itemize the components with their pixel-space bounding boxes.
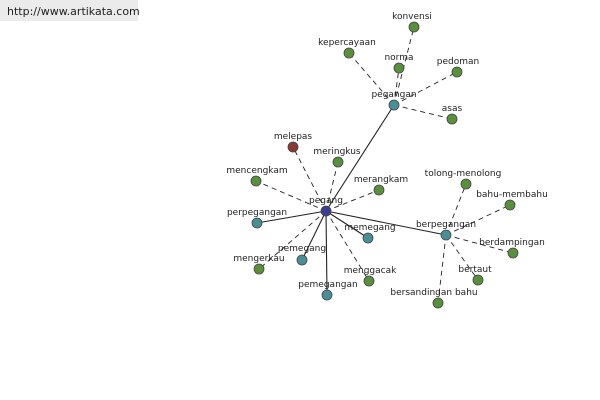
node-label-bahu-membahu[interactable]: bahu-membahu [476,190,548,200]
edge-pegang-merangkam [325,189,380,212]
node-perpegangan[interactable] [251,217,263,229]
node-menggacak[interactable] [363,275,375,287]
node-tolong-menolong[interactable] [460,178,472,190]
edge-pegangan-asas [393,104,453,120]
node-kepercayaan[interactable] [343,47,355,59]
edge-berpegangan-bahu-membahu [445,204,511,236]
edge-berpegangan-tolong-menolong [445,183,467,236]
node-melepas[interactable] [287,141,299,153]
node-label-berdampingan[interactable]: berdampingan [479,238,545,248]
node-label-pegangan[interactable]: pegangan [371,90,416,100]
edge-berpegangan-bertaut [445,234,479,281]
node-meringkus[interactable] [332,156,344,168]
node-memegang[interactable] [362,232,374,244]
node-label-konvensi[interactable]: konvensi [392,12,432,22]
node-label-bersandingan-bahu[interactable]: bersandingan bahu [390,288,477,298]
node-pemegangan[interactable] [321,289,333,301]
node-merangkam[interactable] [373,184,385,196]
node-label-tolong-menolong[interactable]: tolong-menolong [425,169,502,179]
edge-pegangan-kepercayaan [348,52,395,106]
node-pegang[interactable] [320,205,332,217]
node-layer [250,21,519,309]
node-bahu-membahu[interactable] [504,199,516,211]
node-berdampingan[interactable] [507,247,519,259]
node-bertaut[interactable] [472,274,484,286]
node-konvensi[interactable] [408,21,420,33]
edge-pegang-menggacak [325,210,370,282]
url-banner: http://www.artikata.com [0,0,140,21]
node-label-perpegangan[interactable]: perpegangan [227,208,287,218]
edge-pegang-mencengkam [255,180,327,212]
url-link[interactable]: http://www.artikata.com [7,5,140,18]
edge-berpegangan-bersandingan-bahu [437,234,447,304]
node-label-mencengkam[interactable]: mencengkam [226,166,287,176]
edge-pegangan-pedoman [393,71,458,106]
node-label-meringkus[interactable]: meringkus [313,147,361,157]
node-mencengkam[interactable] [250,175,262,187]
label-layer: pegang pegangan berpegangan perpegangan peme… [226,12,547,298]
edge-berpegangan-berdampingan [445,234,514,254]
edge-layer [255,26,514,304]
edge-pegang-melepas [292,146,327,212]
node-label-pemegang[interactable]: pemegang [278,244,326,254]
edge-pegang-mengerkau [258,210,327,270]
node-berpegangan[interactable] [440,229,452,241]
node-label-asas[interactable]: asas [442,104,463,114]
node-label-pemegangan[interactable]: pemegangan [298,280,357,290]
node-bersandingan-bahu[interactable] [432,297,444,309]
node-label-mengerkau[interactable]: mengerkau [233,254,284,264]
node-pemegang[interactable] [296,254,308,266]
node-label-pegang[interactable]: pegang [309,196,343,206]
node-label-norma[interactable]: norma [384,53,413,63]
node-label-bertaut[interactable]: bertaut [458,265,492,275]
edge-pegang-pemegang [301,210,327,261]
edge-pegangan-norma [393,67,400,106]
node-label-memegang[interactable]: memegang [344,223,395,233]
node-label-kepercayaan[interactable]: kepercayaan [318,38,376,48]
node-label-merangkam[interactable]: merangkam [354,175,408,185]
node-pegangan[interactable] [388,99,400,111]
node-label-berpegangan[interactable]: berpegangan [416,220,476,230]
edge-pegang-pemegangan [325,210,328,296]
edge-pegang-berpegangan [325,210,447,236]
node-pedoman[interactable] [451,66,463,78]
node-label-melepas[interactable]: melepas [274,132,313,142]
node-mengerkau[interactable] [253,263,265,275]
node-label-pedoman[interactable]: pedoman [437,57,479,67]
node-norma[interactable] [393,62,405,74]
edge-pegang-memegang [325,210,369,239]
node-asas[interactable] [446,113,458,125]
edge-pegang-pegangan [325,104,395,212]
edge-pegang-perpegangan [256,210,327,224]
node-label-menggacak[interactable]: menggacak [344,266,397,276]
